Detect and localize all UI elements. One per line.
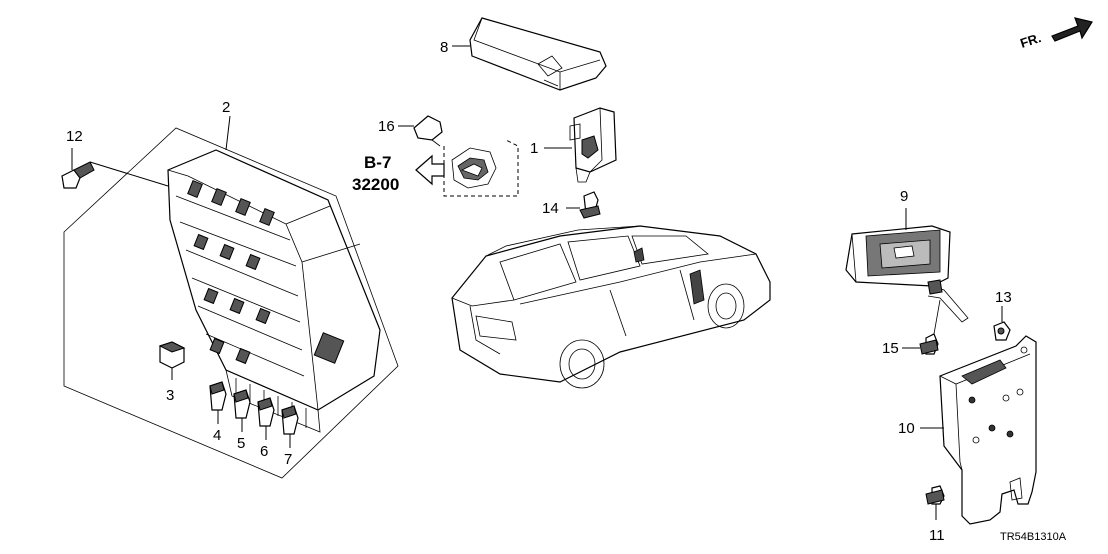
part-7-fuse [281,405,299,435]
part-5-fuse [233,389,251,419]
part-10-bracket [939,335,1037,525]
part-3-relay [158,341,186,369]
part-12-clip [61,161,95,189]
callout-2: 2 [222,99,230,116]
callout-8: 8 [440,39,448,56]
part-1-bracket [569,107,617,183]
vehicle-illustration [451,225,771,389]
callout-3: 3 [166,387,174,404]
hollow-arrow-icon [415,154,445,186]
part-8-cover [469,17,607,91]
callout-11: 11 [929,527,945,544]
callout-7: 7 [284,451,292,468]
callout-10: 10 [898,420,915,437]
callout-4: 4 [213,427,221,444]
part-6-fuse [257,397,275,427]
part-13-nut [993,321,1011,341]
callout-9: 9 [900,188,908,205]
reference-part-number: 32200 [352,175,399,194]
part-16-connector [413,115,443,147]
callout-6: 6 [260,443,268,460]
callout-12: 12 [66,128,83,145]
part-2-fuse-box [167,149,381,433]
reference-arrow: B-7 32200 [352,153,445,194]
part-14-bolt [579,191,601,219]
reference-section: B-7 [364,153,391,172]
part-2-fuse-box-frame [63,127,399,479]
front-arrow-icon [1051,17,1093,42]
callout-16: 16 [378,118,395,135]
diagram-code: TR54B1310A [1000,531,1067,543]
callout-15: 15 [882,340,899,357]
part-11-bolt [925,485,945,505]
part-15-bolt [919,299,941,355]
front-direction-indicator: FR. [1018,17,1093,51]
callout-5: 5 [237,435,245,452]
callout-1: 1 [530,140,538,157]
part-9-module [845,225,969,323]
part-4-fuse [209,381,227,411]
callout-13: 13 [995,289,1012,306]
front-direction-label: FR. [1018,30,1043,51]
callout-14: 14 [542,200,559,217]
ref-connector-group [443,139,519,197]
